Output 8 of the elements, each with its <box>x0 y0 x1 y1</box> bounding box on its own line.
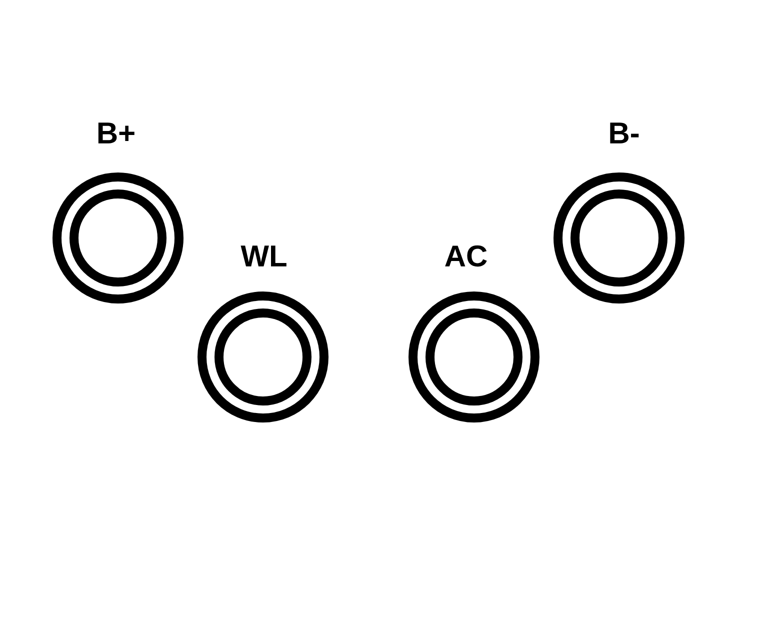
node-label: B+ <box>98 122 134 144</box>
terminal: AC <box>408 245 540 422</box>
node-label: WL <box>240 246 286 266</box>
terminal: B+ <box>52 122 184 304</box>
node-label: B- <box>610 122 639 144</box>
terminal: WL <box>198 246 328 422</box>
terminal: B- <box>554 122 684 304</box>
node-label: AC <box>445 245 487 267</box>
